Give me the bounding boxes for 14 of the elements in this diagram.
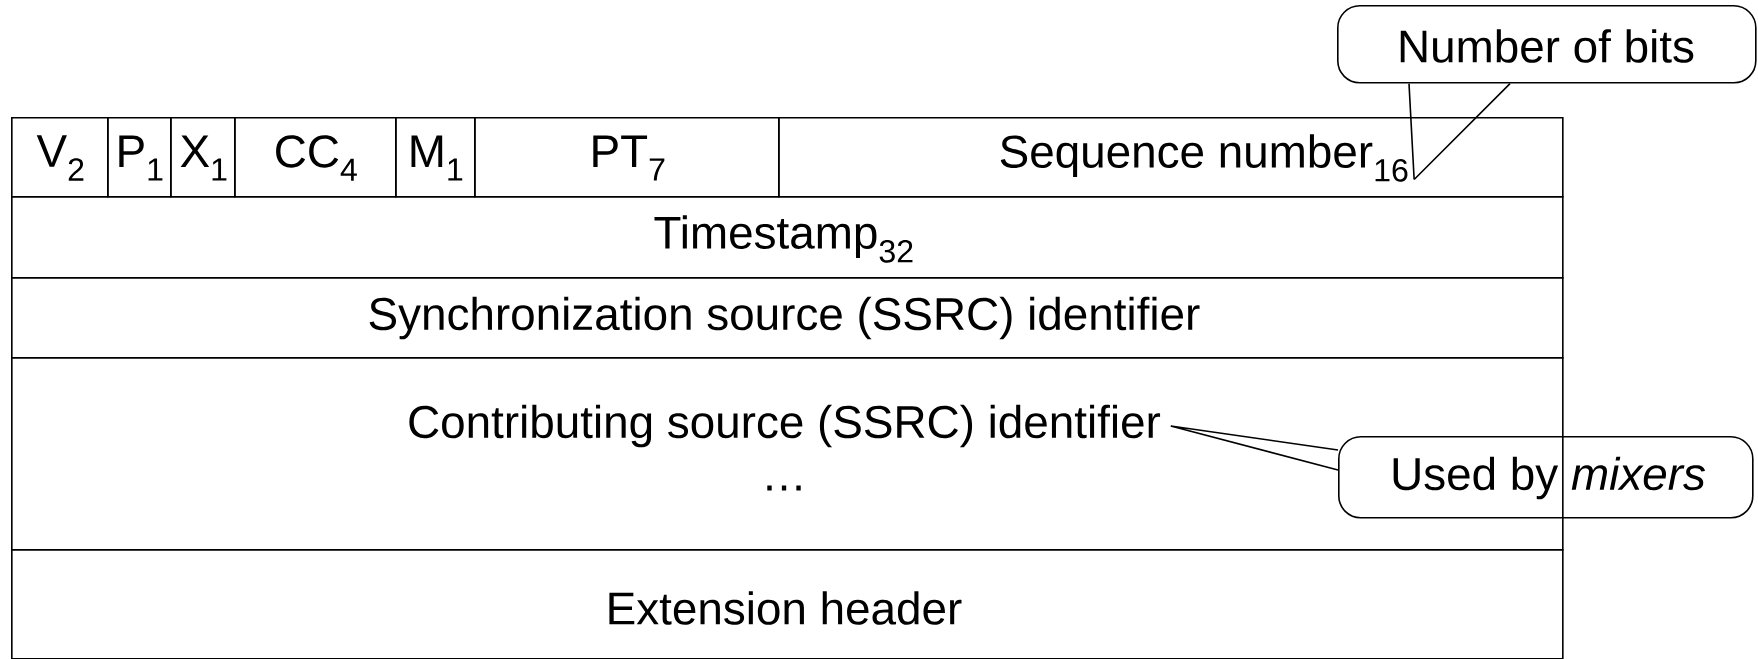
leader-line (1169, 425, 1339, 471)
field-cell: PT$_{7}$ (474, 117, 780, 198)
callout-box: Number of bits (1337, 5, 1757, 84)
field-cell: M$_{1}$ (395, 117, 476, 198)
field-cell: Synchronization source (SSRC) identifier (11, 277, 1564, 359)
leader-line (1408, 82, 1511, 181)
field-cell: V$_{2}$ (11, 117, 109, 198)
callout-box: Used by mixers (1338, 436, 1754, 519)
field-cell: Sequence number$_{16}$ (778, 117, 1564, 198)
field-cell: Extension header (11, 549, 1564, 659)
field-cell: X$_{1}$ (170, 117, 236, 198)
field-cell: CC$_{4}$ (234, 117, 397, 198)
field-cell: Timestamp$_{32}$ (11, 196, 1564, 279)
field-cell: P$_{1}$ (107, 117, 172, 198)
